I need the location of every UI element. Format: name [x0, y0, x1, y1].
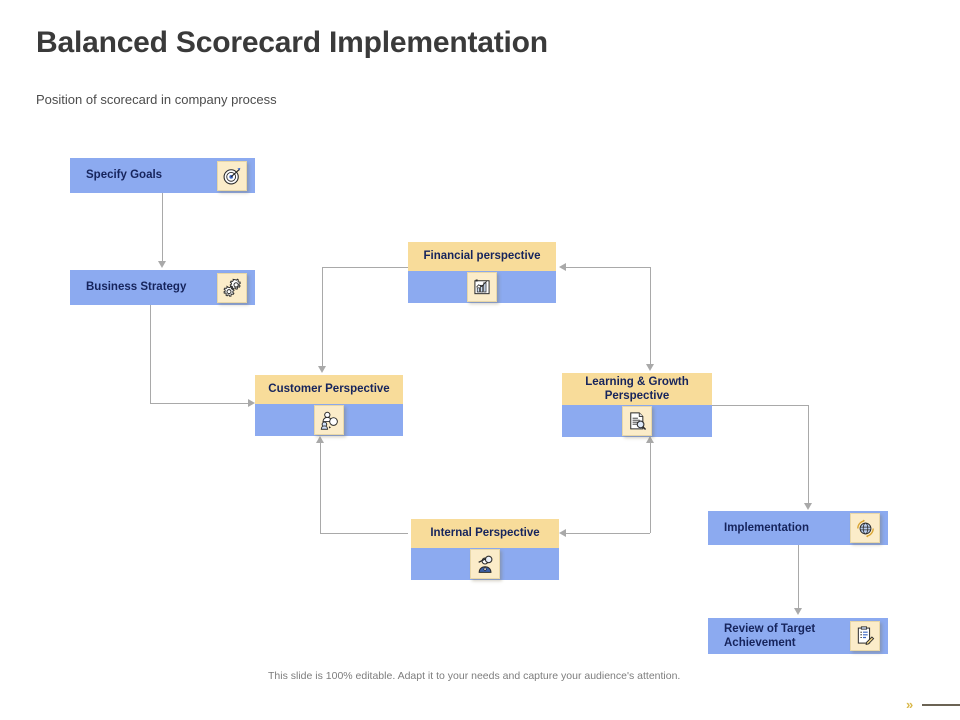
- person-search-icon: [470, 549, 500, 579]
- node-business-strategy[interactable]: Business Strategy: [70, 270, 255, 305]
- card-customer-perspective[interactable]: Customer Perspective: [255, 375, 403, 436]
- footer-note: This slide is 100% editable. Adapt it to…: [268, 670, 681, 682]
- connector-goals-to-strategy: [162, 192, 163, 262]
- arrowhead-to-implementation: [804, 503, 812, 510]
- footer-rule: [922, 704, 960, 706]
- bar-chart-icon: [467, 272, 497, 302]
- node-specify-goals[interactable]: Specify Goals: [70, 158, 255, 193]
- card-customer-header: Customer Perspective: [255, 375, 403, 404]
- arrowhead-goals-to-strategy: [158, 261, 166, 268]
- connector-right-spine: [650, 267, 651, 365]
- arrowhead-to-learning-bottom: [646, 436, 654, 443]
- connector-learning-to-impl-h: [712, 405, 808, 406]
- node-review-target-label: Review of Target Achievement: [724, 622, 816, 649]
- connector-spine-left: [322, 267, 323, 367]
- connector-impl-to-review: [798, 545, 799, 609]
- document-search-icon: [622, 406, 652, 436]
- page-title: Balanced Scorecard Implementation: [36, 26, 548, 59]
- arrowhead-into-financial-right: [559, 263, 566, 271]
- card-financial-header: Financial perspective: [408, 242, 556, 271]
- card-financial-body: [408, 271, 556, 303]
- node-implementation-label: Implementation: [724, 521, 809, 534]
- chevron-right-icon: »: [906, 697, 914, 712]
- arrowhead-to-review: [794, 608, 802, 615]
- page-subtitle: Position of scorecard in company process: [36, 92, 277, 107]
- card-internal-body: [411, 548, 559, 580]
- connector-internal-up: [320, 443, 321, 533]
- connector-financial-in-right: [566, 267, 650, 268]
- arrowhead-spine-to-customer: [318, 366, 326, 373]
- card-internal-perspective[interactable]: Internal Perspective: [411, 519, 559, 580]
- arrowhead-internal-to-customer: [316, 436, 324, 443]
- card-financial-perspective[interactable]: Financial perspective: [408, 242, 556, 303]
- card-learning-growth-header: Learning & Growth Perspective: [562, 373, 712, 405]
- target-icon: [217, 160, 247, 191]
- card-learning-growth-perspective[interactable]: Learning & Growth Perspective: [562, 373, 712, 437]
- arrowhead-strategy-to-customer: [248, 399, 255, 407]
- connector-learning-to-impl-v: [808, 405, 809, 503]
- people-group-icon: [314, 405, 344, 435]
- connector-internal-to-learning: [650, 443, 651, 533]
- node-review-target-achievement[interactable]: Review of Target Achievement: [708, 618, 888, 654]
- globe-cycle-icon: [850, 513, 880, 543]
- arrowhead-into-internal-right: [559, 529, 566, 537]
- connector-strategy-right: [150, 403, 248, 404]
- card-customer-body: [255, 404, 403, 436]
- card-learning-growth-body: [562, 405, 712, 437]
- node-business-strategy-label: Business Strategy: [86, 281, 187, 294]
- connector-internal-left: [320, 533, 408, 534]
- node-specify-goals-label: Specify Goals: [86, 169, 163, 182]
- node-implementation[interactable]: Implementation: [708, 511, 888, 545]
- clipboard-check-icon: [850, 621, 880, 651]
- arrowhead-to-learning-growth: [646, 364, 654, 371]
- connector-internal-in-right: [566, 533, 650, 534]
- gears-icon: [217, 272, 247, 303]
- connector-spine-to-financial: [322, 267, 408, 268]
- connector-strategy-down: [150, 304, 151, 403]
- card-internal-header: Internal Perspective: [411, 519, 559, 548]
